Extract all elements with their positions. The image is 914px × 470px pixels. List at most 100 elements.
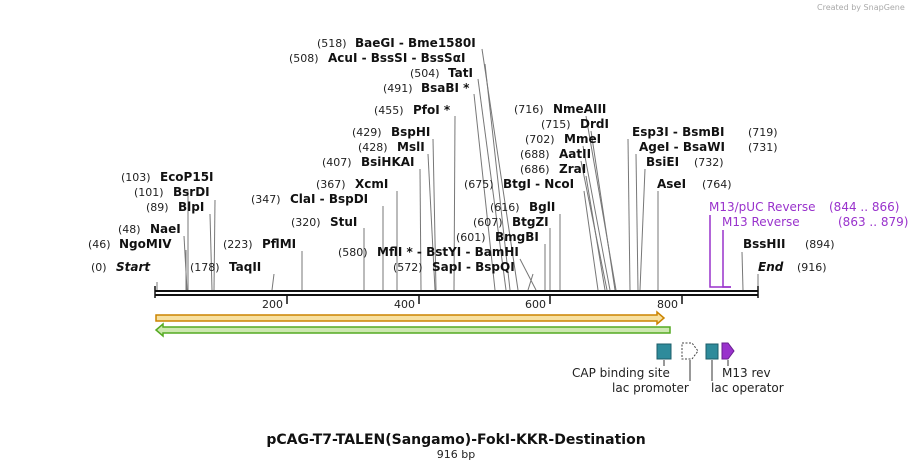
site-name-bsrdi: BsrDI xyxy=(173,185,210,199)
site-name-aatii: AatII xyxy=(559,147,591,161)
site-name-bsshii: BssHII xyxy=(743,237,785,251)
feature-arrows xyxy=(154,310,671,338)
site-pos-xcmi: (367) xyxy=(316,178,346,191)
site-name-asei: AseI xyxy=(657,177,686,191)
orange-feature-arrow xyxy=(155,310,666,326)
site-pos-bmgbi: (601) xyxy=(456,231,486,244)
site-name-agei: AgeI - BsaWI xyxy=(639,140,725,154)
site-pos-tati: (504) xyxy=(410,67,440,80)
site-connectors xyxy=(156,48,759,291)
primer-m13-reverse-bar xyxy=(722,230,731,288)
primers: M13/pUC Reverse (844 .. 866) M13 Reverse… xyxy=(709,200,908,288)
site-labels: (518) BaeGI - Bme1580I (508) AcuI - BssS… xyxy=(88,36,835,274)
map-title: pCAG-T7-TALEN(Sangamo)-FokI-KKR-Destinat… xyxy=(266,432,645,448)
scale-ticks: 200 400 600 800 xyxy=(262,296,683,311)
site-name-bsihkai: BsiHKAI xyxy=(361,155,415,169)
site-pos-baegi: (518) xyxy=(317,37,347,50)
site-name-btgi: BtgI - NcoI xyxy=(503,177,574,191)
site-pos-asei: (764) xyxy=(702,178,732,191)
sequence-backbone xyxy=(154,286,759,298)
site-name-naei: NaeI xyxy=(150,222,181,236)
lac-promoter-arrow xyxy=(681,342,699,360)
site-pos-drdi: (715) xyxy=(541,118,571,131)
site-pos-sapi: (572) xyxy=(393,261,423,274)
green-feature-arrow xyxy=(154,322,671,338)
lac-promoter-label: lac promoter xyxy=(612,381,689,395)
site-name-msli: MslI xyxy=(397,140,425,154)
site-pos-taqii: (178) xyxy=(190,261,220,274)
site-name-ecop15i: EcoP15I xyxy=(160,170,214,184)
site-pos-blpi: (89) xyxy=(146,201,169,214)
site-pos-bsihkai: (407) xyxy=(322,156,352,169)
lac-operator-box xyxy=(705,343,719,360)
site-pos-nmeaiii: (716) xyxy=(514,103,544,116)
map-length: 916 bp xyxy=(437,448,475,461)
backbone-bottom-strand xyxy=(155,294,758,296)
site-name-mfli: MflI * - BstYI - BamHI xyxy=(377,245,519,259)
snapgene-brand: Created by SnapGene xyxy=(817,3,905,12)
tick-200-label: 200 xyxy=(262,298,283,311)
site-pos-msli: (428) xyxy=(358,141,388,154)
site-name-zrai: ZraI xyxy=(559,162,586,176)
site-pos-agei: (731) xyxy=(748,141,778,154)
site-pos-pflmi: (223) xyxy=(223,238,253,251)
site-name-bsabi: BsaBI * xyxy=(421,81,470,95)
site-pos-btgi: (675) xyxy=(464,178,494,191)
site-name-acui: AcuI - BssSI - BssSαI xyxy=(328,51,465,65)
site-pos-acui: (508) xyxy=(289,52,319,65)
site-pos-mmei: (702) xyxy=(525,133,555,146)
site-name-tati: TatI xyxy=(448,66,473,80)
site-name-pfoi: PfoI * xyxy=(413,103,451,117)
site-pos-esp3i: (719) xyxy=(748,126,778,139)
primer-m13-puc-reverse-range: (844 .. 866) xyxy=(829,200,899,214)
site-name-end: End xyxy=(758,260,784,274)
site-name-mmei: MmeI xyxy=(564,132,601,146)
site-pos-aatii: (688) xyxy=(520,148,550,161)
site-pos-btgzi: (607) xyxy=(473,216,503,229)
site-name-btgzi: BtgZI xyxy=(512,215,549,229)
site-pos-mfli: (580) xyxy=(338,246,368,259)
site-pos-ngomiv: (46) xyxy=(88,238,111,251)
site-name-taqii: TaqII xyxy=(229,260,261,274)
site-pos-bsrdi: (101) xyxy=(134,186,164,199)
site-pos-naei: (48) xyxy=(118,223,141,236)
site-pos-bsabi: (491) xyxy=(383,82,413,95)
site-name-bmgbi: BmgBI xyxy=(495,230,539,244)
site-name-esp3i: Esp3I - BsmBI xyxy=(632,125,724,139)
site-pos-zrai: (686) xyxy=(520,163,550,176)
cap-binding-site-label: CAP binding site xyxy=(572,366,670,380)
site-name-stui: StuI xyxy=(330,215,357,229)
cap-binding-site-box xyxy=(656,343,672,360)
primer-m13-puc-reverse-name: M13/pUC Reverse xyxy=(709,200,816,214)
site-name-blpi: BlpI xyxy=(178,200,204,214)
lac-operator-label: lac operator xyxy=(711,381,784,395)
site-name-clai: ClaI - BspDI xyxy=(290,192,368,206)
site-pos-end: (916) xyxy=(797,261,827,274)
site-pos-clai: (347) xyxy=(251,193,281,206)
site-pos-ecop15i: (103) xyxy=(121,171,151,184)
small-features: CAP binding site lac promoter M13 rev la… xyxy=(572,342,784,395)
site-name-bsiei: BsiEI xyxy=(646,155,679,169)
site-name-pflmi: PflMI xyxy=(262,237,296,251)
tick-800-label: 800 xyxy=(657,298,678,311)
site-name-baegi: BaeGI - Bme1580I xyxy=(355,36,476,50)
site-name-bsphi: BspHI xyxy=(391,125,430,139)
primer-m13-reverse-name: M13 Reverse xyxy=(722,215,800,229)
site-pos-bsiei: (732) xyxy=(694,156,724,169)
tick-400-label: 400 xyxy=(394,298,415,311)
site-pos-bsshii: (894) xyxy=(805,238,835,251)
site-pos-stui: (320) xyxy=(291,216,321,229)
site-name-xcmi: XcmI xyxy=(355,177,388,191)
site-name-nmeaiii: NmeAIII xyxy=(553,102,606,116)
site-pos-bgli: (616) xyxy=(490,201,520,214)
site-name-start: Start xyxy=(116,260,151,274)
site-pos-pfoi: (455) xyxy=(374,104,404,117)
site-name-ngomiv: NgoMIV xyxy=(119,237,172,251)
site-name-sapi: SapI - BspQI xyxy=(432,260,515,274)
site-pos-bsphi: (429) xyxy=(352,126,382,139)
site-name-drdi: DrdI xyxy=(580,117,609,131)
site-pos-start: (0) xyxy=(91,261,107,274)
m13-rev-label: M13 rev xyxy=(722,366,771,380)
backbone-top-strand xyxy=(155,290,758,292)
